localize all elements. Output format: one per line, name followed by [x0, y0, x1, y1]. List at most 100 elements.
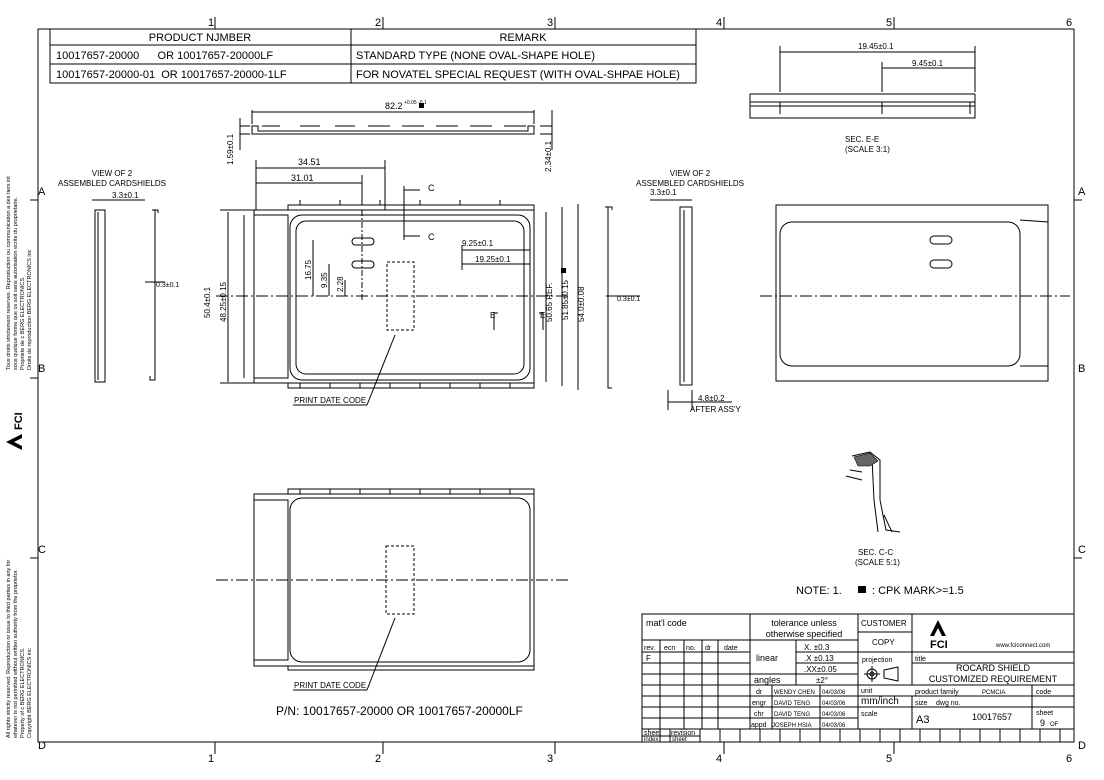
col-marker-3-top: 3	[547, 17, 553, 29]
signoff-date-appd: 04/03/06	[822, 723, 846, 729]
dim-34-51: 34.51	[298, 157, 321, 167]
signoff-date-engr: 04/03/06	[822, 701, 846, 707]
dim-overall-length: 82.2	[385, 101, 403, 111]
drawing-frame	[37, 28, 1075, 743]
dim-2-28: 2.28	[336, 276, 345, 292]
bottom-revision-label: revision	[671, 730, 695, 737]
right-side-view	[605, 199, 732, 410]
frame-markers: 1 2 3 4 5 6 1 2 3 4 5 6 A B C D A B C D	[38, 17, 1086, 765]
unit-value: mm/inch	[861, 696, 899, 707]
dwg-label: dwg no.	[936, 700, 961, 707]
dim-48-25: 48.25±0.15	[219, 281, 228, 322]
dim-19-25: 19.25±0.1	[475, 255, 511, 264]
cpk-mark-icon	[561, 268, 566, 273]
note-label: NOTE: 1.	[796, 585, 842, 597]
col-marker-2-top: 2	[375, 17, 381, 29]
company-name: FCI	[930, 639, 948, 651]
rev-header-ecn: ecn	[664, 645, 675, 652]
row-marker-c-left: C	[38, 544, 46, 556]
col-marker-3-bottom: 3	[547, 753, 553, 765]
customer-label: CUSTOMER	[861, 619, 907, 628]
side-note-line: Droits de reproduction BERG ELECTRONICS …	[27, 249, 33, 370]
cpk-mark-icon	[858, 586, 866, 593]
row-marker-d-left: D	[38, 740, 46, 752]
side-note-line: Propriete de c BERG ELECTRONICS.	[20, 276, 26, 370]
sheet-value: 9	[1040, 718, 1045, 728]
section-mark-c1: C	[428, 183, 435, 193]
title-line-1: ROCARD SHIELD	[956, 663, 1031, 673]
size-value: A3	[916, 714, 929, 726]
dim-51-85: 51.85±0.15	[561, 279, 570, 320]
product-table	[49, 28, 697, 84]
dim-9-35: 9.35	[320, 272, 329, 288]
print-date-code-label: PRINT DATE CODE	[294, 396, 366, 405]
rev-header-date: date	[724, 645, 738, 652]
dim-54-0: 54.0±0.08	[577, 286, 586, 322]
dim-left-height: 1.59±0.1	[226, 133, 235, 165]
pn-label: P/N: 10017657-20000 OR 10017657-20000LF	[276, 704, 523, 718]
right-plan-view	[760, 204, 1070, 382]
right-dim-width: 3.3±0.1	[650, 188, 677, 197]
sec-ee-dim-2: 9.45±0.1	[912, 59, 944, 68]
dim-9-25: 9.25±0.1	[462, 239, 494, 248]
tol-x: X. ±0.3	[804, 643, 830, 652]
tol-xx: .X ±0.13	[804, 654, 834, 663]
main-plan-view	[216, 160, 579, 406]
col-marker-4-top: 4	[716, 17, 722, 29]
scale-label: scale	[861, 711, 877, 718]
matl-code-label: mat'l code	[646, 618, 687, 628]
signoff-date-dr: 04/03/06	[822, 690, 846, 696]
signoff-name-chr: DAVID TENG	[774, 712, 810, 718]
fci-logo-icon	[6, 434, 22, 450]
row-marker-b-left: B	[38, 363, 45, 375]
bottom-index-label: index	[644, 737, 658, 743]
sec-cc-scale: (SCALE 5:1)	[855, 558, 900, 567]
row-marker-d-right: D	[1078, 740, 1086, 752]
title-line-2: CUSTOMIZED REQUIREMENT	[929, 674, 1058, 684]
rev-header-no: no.	[686, 645, 696, 652]
dwg-value: 10017657	[972, 712, 1012, 722]
bottom-sheet-label: sheet	[644, 730, 661, 737]
signoff-role-chr: chr	[754, 711, 764, 718]
sec-ee-scale: (SCALE 3:1)	[845, 145, 890, 154]
note-text: : CPK MARK>=1.5	[872, 585, 964, 597]
dim-50-65-ref: 50.65 REF.	[545, 282, 554, 322]
side-note-lower: All rights strictly reserved. Reproducti…	[6, 560, 33, 739]
signoff-role-engr: engr	[752, 700, 767, 707]
copy-label: COPY	[872, 638, 895, 647]
signoff-date-chr: 04/03/06	[822, 712, 846, 718]
product-header-remark: REMARK	[499, 32, 547, 44]
dim-31-01: 31.01	[291, 173, 314, 183]
left-dim-width: 3.3±0.1	[112, 191, 139, 200]
col-marker-5-bottom: 5	[886, 753, 892, 765]
left-view-title-1: VIEW OF 2	[92, 169, 133, 178]
sheet-label: sheet	[1036, 710, 1053, 717]
signoff-role-dr: dr	[756, 689, 763, 696]
main-top-profile	[239, 110, 553, 150]
side-note-line: Copyright BERG ELECTRONICS inc	[27, 648, 33, 738]
rev-value: F	[646, 654, 651, 663]
section-mark-e1: E	[490, 311, 495, 320]
section-mark-c2: C	[428, 232, 435, 242]
row-marker-a-left: A	[38, 186, 46, 198]
angles-label: angles	[754, 675, 781, 685]
left-view-title-2: ASSEMBLED CARDSHIELDS	[58, 179, 166, 188]
side-note-line: whatever is not permitted without writte…	[13, 569, 19, 739]
section-e-e	[749, 46, 976, 119]
tolerance-title-1: tolerance unless	[771, 618, 837, 628]
tolerance-title-2: otherwise specified	[766, 629, 843, 639]
signoff-role-appd: appd	[751, 722, 767, 729]
tol-xxx: .XX±0.05	[804, 665, 837, 674]
col-marker-2-bottom: 2	[375, 753, 381, 765]
section-c-hatch	[853, 452, 879, 467]
row-marker-c-right: C	[1078, 544, 1086, 556]
unit-label: unit	[861, 688, 872, 695]
fci-side-logo: FCI	[6, 412, 25, 450]
row-marker-b-right: B	[1078, 363, 1085, 375]
sec-ee-dim-1: 19.45±0.1	[858, 42, 894, 51]
product-row-1-remark: STANDARD TYPE (NONE OVAL-SHAPE HOLE)	[356, 50, 595, 62]
rev-header-rev: rev.	[644, 645, 655, 652]
size-label: size	[915, 700, 928, 707]
left-dim-thick: 0.3±0.1	[156, 282, 179, 289]
product-row-2-number: 10017657-20000-01 OR 10017657-20000-1LF	[56, 69, 287, 81]
